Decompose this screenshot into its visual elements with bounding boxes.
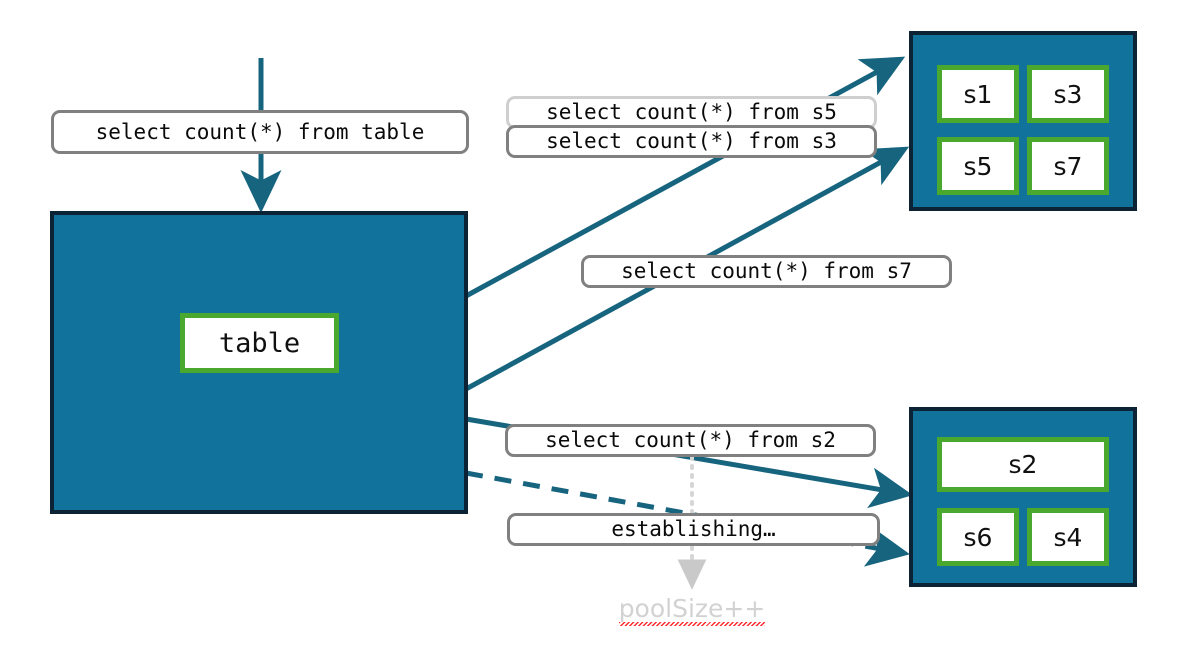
label-query-s5-text: select count(*) from s5 xyxy=(546,100,837,124)
label-establishing-text: establishing… xyxy=(611,517,776,541)
node-table-label: table xyxy=(218,327,301,359)
label-query-s7-text: select count(*) from s7 xyxy=(621,259,912,283)
node-s2-label: s2 xyxy=(1008,450,1038,479)
label-query-s2[interactable]: select count(*) from s2 xyxy=(505,424,876,457)
label-incoming-query[interactable]: select count(*) from table xyxy=(51,110,469,154)
node-s7-label: s7 xyxy=(1053,151,1083,181)
node-s7[interactable]: s7 xyxy=(1027,137,1109,195)
pool-size-counter: poolSize++ xyxy=(592,594,792,626)
node-s4-label: s4 xyxy=(1053,522,1083,552)
node-s6-label: s6 xyxy=(963,522,993,552)
node-s3-label: s3 xyxy=(1053,79,1083,109)
label-incoming-query-text: select count(*) from table xyxy=(95,119,425,144)
node-s2[interactable]: s2 xyxy=(937,437,1109,492)
node-s4[interactable]: s4 xyxy=(1027,508,1109,566)
node-s1[interactable]: s1 xyxy=(937,65,1019,123)
node-s1-label: s1 xyxy=(963,79,993,109)
node-s6[interactable]: s6 xyxy=(937,508,1019,566)
node-table[interactable]: table xyxy=(180,313,339,373)
node-s5[interactable]: s5 xyxy=(937,137,1019,195)
label-query-s3-text: select count(*) from s3 xyxy=(546,129,837,153)
label-query-s3[interactable]: select count(*) from s3 xyxy=(506,125,877,158)
label-query-s5[interactable]: select count(*) from s5 xyxy=(506,96,877,129)
node-s3[interactable]: s3 xyxy=(1027,65,1109,123)
label-query-s7[interactable]: select count(*) from s7 xyxy=(581,255,952,288)
node-s5-label: s5 xyxy=(963,151,993,181)
pool-size-counter-text: poolSize++ xyxy=(618,594,766,626)
label-query-s2-text: select count(*) from s2 xyxy=(545,428,836,452)
label-establishing[interactable]: establishing… xyxy=(507,513,880,546)
